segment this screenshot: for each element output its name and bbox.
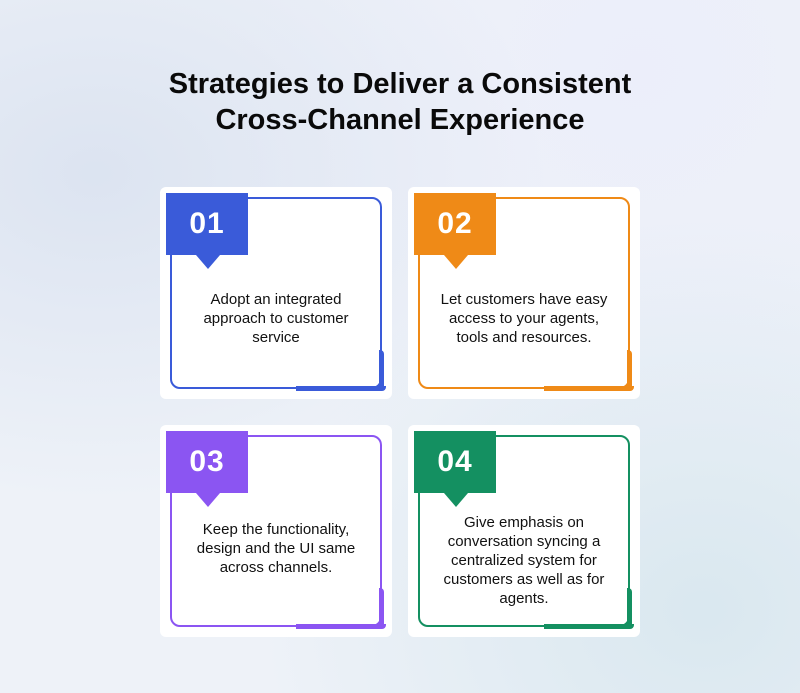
strategy-description: Adopt an integrated approach to customer… [203,291,349,346]
strategy-description: Keep the functionality, design and the U… [196,521,356,576]
step-number-badge: 01 [166,193,248,269]
card-corner-accent-horizontal [544,386,634,391]
title-line-2: Cross-Channel Experience [215,104,585,136]
card-corner-accent-vertical [627,350,632,391]
card-corner-accent-horizontal [296,624,386,629]
card-corner-accent-horizontal [544,624,634,629]
strategy-card-01: 01 Adopt an integrated approach to custo… [160,187,392,399]
page-title: Strategies to Deliver a Consistent Cross… [0,66,800,138]
strategy-description: Give emphasis on conversation syncing a … [443,514,605,607]
strategy-card-02: 02 Let customers have easy access to you… [408,187,640,399]
strategy-card-04: 04 Give emphasis on conversation syncing… [408,425,640,637]
strategy-description: Let customers have easy access to your a… [440,291,608,346]
card-frame [418,197,630,389]
card-frame [170,197,382,389]
card-corner-accent-vertical [379,588,384,629]
step-number-badge: 02 [414,193,496,269]
step-number-badge: 03 [166,431,248,507]
card-corner-accent-horizontal [296,386,386,391]
strategy-card-03: 03 Keep the functionality, design and th… [160,425,392,637]
card-frame [418,435,630,627]
step-number-badge: 04 [414,431,496,507]
card-corner-accent-vertical [379,350,384,391]
card-corner-accent-vertical [627,588,632,629]
card-frame [170,435,382,627]
title-line-1: Strategies to Deliver a Consistent [168,68,632,100]
